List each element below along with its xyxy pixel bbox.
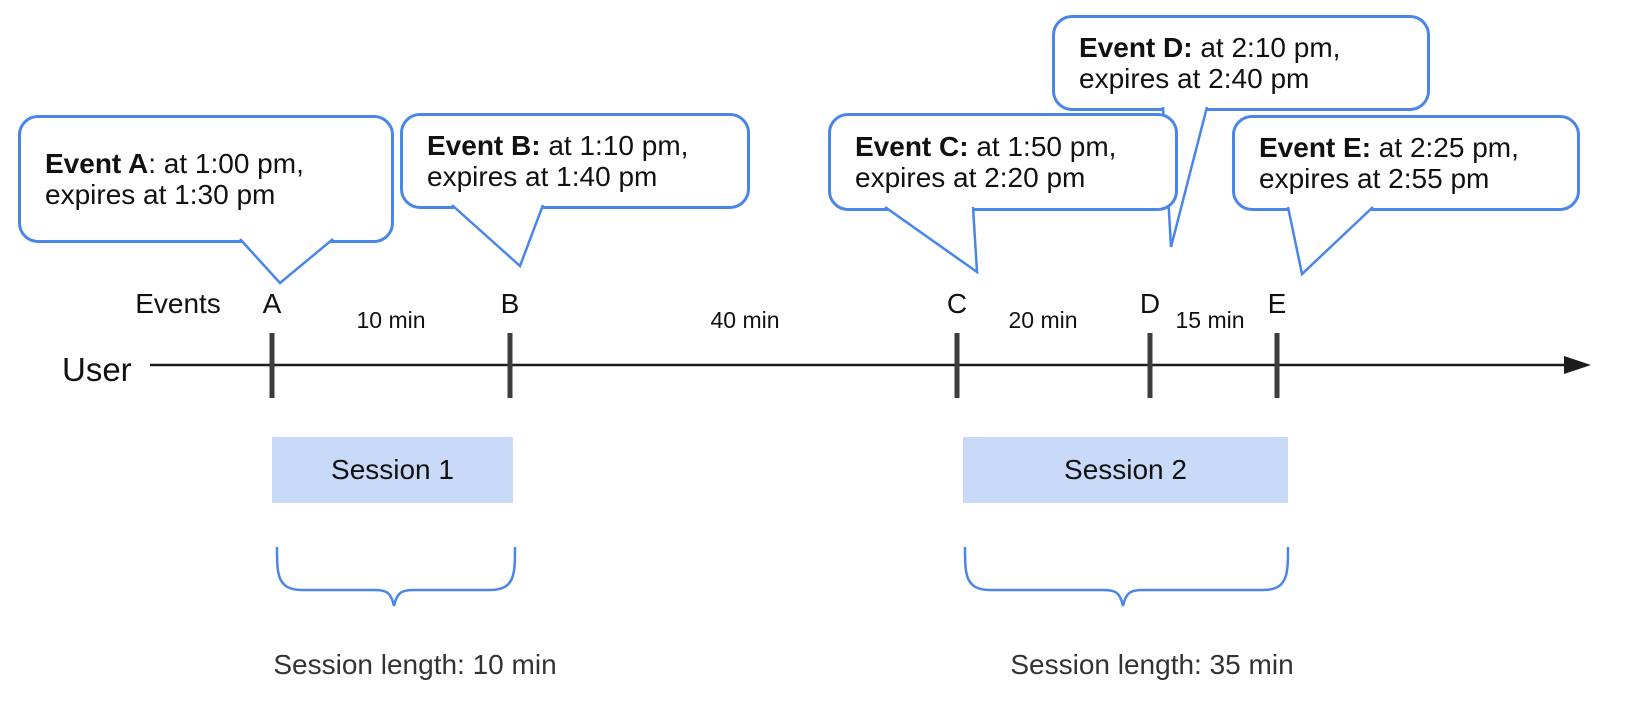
event-a-expiry: expires at 1:30 pm [45, 179, 276, 210]
event-d-expiry: expires at 2:40 pm [1079, 63, 1310, 94]
session-2-length-label: Session length: 35 min [1010, 649, 1294, 680]
interval-a-b: 10 min [356, 307, 426, 333]
user-lane-label: User [62, 351, 132, 388]
event-b-text: Event B: at 1:10 pm, expires at 1:40 pm [403, 130, 688, 192]
event-a-callout: Event A: at 1:00 pm, expires at 1:30 pm [18, 115, 394, 243]
session-1-brace [275, 546, 517, 607]
event-c-text: Event C: at 1:50 pm, expires at 2:20 pm [831, 131, 1116, 193]
event-b-title: Event B: [427, 130, 541, 161]
event-a-text: Event A: at 1:00 pm, expires at 1:30 pm [21, 148, 304, 210]
event-c-title: Event C: [855, 131, 969, 162]
event-e-expiry: expires at 2:55 pm [1259, 163, 1490, 194]
session-2-label: Session 2 [1064, 454, 1187, 485]
event-a-time: : at 1:00 pm, [148, 148, 304, 179]
event-b-line1: Event B: at 1:10 pm, [427, 130, 688, 161]
event-d-callout: Event D: at 2:10 pm, expires at 2:40 pm [1052, 15, 1430, 111]
event-d-time: at 2:10 pm, [1192, 32, 1341, 63]
interval-d-e: 15 min [1175, 307, 1245, 333]
event-marker-c: C [946, 288, 968, 319]
event-a-title: Event A [45, 148, 149, 179]
interval-c-d: 20 min [1008, 307, 1078, 333]
event-e-line1: Event E: at 2:25 pm, [1259, 132, 1519, 163]
event-d-line1: Event D: at 2:10 pm, [1079, 32, 1340, 63]
event-b-expiry: expires at 1:40 pm [427, 161, 658, 192]
event-d-title: Event D: [1079, 32, 1193, 63]
event-c-line1: Event C: at 1:50 pm, [855, 131, 1116, 162]
event-e-text: Event E: at 2:25 pm, expires at 2:55 pm [1235, 132, 1519, 194]
session-2-bar: Session 2 [963, 437, 1288, 503]
event-c-expiry: expires at 2:20 pm [855, 162, 1086, 193]
interval-b-c: 40 min [710, 307, 780, 333]
event-d-text: Event D: at 2:10 pm, expires at 2:40 pm [1055, 32, 1340, 94]
events-row-label: Events [135, 288, 221, 319]
event-c-callout: Event C: at 1:50 pm, expires at 2:20 pm [828, 113, 1178, 211]
event-marker-e: E [1267, 288, 1287, 319]
event-marker-a: A [262, 288, 282, 319]
event-marker-b: B [500, 288, 520, 319]
session-2-brace [963, 546, 1290, 607]
event-b-time: at 1:10 pm, [540, 130, 689, 161]
event-marker-d: D [1139, 288, 1161, 319]
event-e-title: Event E: [1259, 132, 1372, 163]
event-e-time: at 2:25 pm, [1371, 132, 1519, 163]
event-e-callout: Event E: at 2:25 pm, expires at 2:55 pm [1232, 115, 1580, 211]
timeline-arrowhead-icon [1564, 356, 1591, 374]
session-1-length-label: Session length: 10 min [273, 649, 557, 680]
session-1-label: Session 1 [331, 454, 454, 485]
event-a-line1: Event A: at 1:00 pm, [45, 148, 304, 179]
event-b-callout: Event B: at 1:10 pm, expires at 1:40 pm [400, 113, 750, 209]
session-1-bar: Session 1 [272, 437, 513, 503]
event-c-time: at 1:50 pm, [968, 131, 1117, 162]
